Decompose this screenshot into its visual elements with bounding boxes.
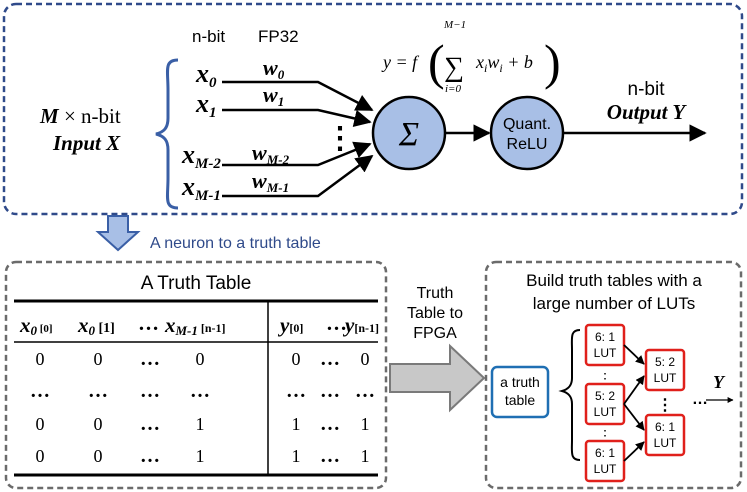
table-cell: 1: [361, 414, 370, 434]
lut-label: LUT: [594, 405, 617, 419]
input-x1: x1: [195, 89, 217, 121]
lut-brace: [558, 329, 581, 461]
header-cell: xM-1 [n-1]: [164, 313, 226, 338]
lut-label: LUT: [654, 436, 677, 450]
output-nbit: n-bit: [628, 79, 666, 100]
output-y-label: Output Y: [607, 100, 688, 124]
input-size-label: M × n-bit: [39, 104, 121, 128]
formula-body: xiwi + b: [475, 52, 533, 75]
down-arrow: [95, 215, 141, 252]
table-cell: …: [140, 348, 160, 370]
table-cell: 0: [94, 446, 103, 466]
header-cell: y[0]: [277, 313, 303, 337]
table-cell: …: [320, 413, 340, 435]
truth-table-box: [490, 365, 550, 419]
table-cell: 1: [196, 414, 205, 434]
weight-w1: w1: [263, 82, 284, 109]
truth-table-title: A Truth Table: [141, 273, 252, 294]
lut-label: 5: 2: [655, 355, 675, 369]
table-cell: 1: [292, 414, 301, 434]
lut-label: 5: 2: [595, 389, 615, 403]
input-x-label: Input X: [52, 131, 121, 155]
table-cell: 0: [361, 349, 370, 369]
formula-sigma: ∑: [444, 52, 464, 83]
fpga-arrow-line3: FPGA: [413, 325, 457, 342]
header-cell: …: [326, 311, 347, 335]
header-cell: x0 [0]: [19, 313, 53, 338]
table-cell: …: [320, 445, 340, 467]
table-cell: …: [140, 445, 160, 467]
input-ellipsis: ⋮: [325, 122, 355, 155]
lut-panel-title-line1: Build truth tables with a: [526, 271, 702, 290]
lut-edges: [623, 344, 645, 462]
truth-table-body: 0 0 … 0 0 … 0 … … … … … … … 0 0 … 1 1 … 1 0 0 … 1 1 … 1: [30, 348, 375, 467]
lut-label: 6: 1: [595, 446, 615, 460]
input-x0: x0: [195, 59, 217, 91]
header-cell: …: [138, 311, 159, 335]
fpga-arrow-line1: Truth: [417, 285, 454, 302]
truth-table-header: x0 [0] x0 [1] … xM-1 [n-1] y[0] … y[n-1]: [19, 311, 379, 338]
relu-label-line1: Quant.: [503, 116, 551, 133]
input-xm1: xM-1: [181, 172, 221, 204]
lut-ellipsis: ⋮: [598, 427, 612, 443]
lut-output-y: Y: [713, 372, 726, 392]
header-cell: y[n-1]: [342, 313, 379, 337]
weight-wm1: wM-1: [252, 168, 289, 195]
table-cell: 1: [361, 446, 370, 466]
table-cell: …: [140, 380, 160, 402]
truth-table-box-line2: table: [505, 392, 536, 408]
table-cell: 0: [94, 414, 103, 434]
table-cell: …: [88, 380, 108, 402]
table-cell: …: [320, 348, 340, 370]
weight-wm2: wM-2: [252, 140, 290, 167]
lut-label: LUT: [594, 462, 617, 476]
lut-ellipsis: ⋮: [657, 397, 673, 414]
lut-box: [644, 348, 686, 392]
formula-paren-left: (: [428, 34, 445, 90]
truth-table-box-line1: a truth: [500, 374, 540, 390]
relu-label-line2: ReLU: [507, 136, 548, 153]
lut-output-ellipsis: …: [692, 391, 708, 408]
input-xm2: xM-2: [181, 140, 221, 172]
lut-label: LUT: [654, 371, 677, 385]
lut-label: 6: 1: [595, 330, 615, 344]
table-cell: 0: [36, 349, 45, 369]
lut-label: 6: 1: [655, 420, 675, 434]
table-cell: 0: [196, 349, 205, 369]
input-edges: [222, 80, 374, 198]
weight-w0: w0: [263, 55, 285, 82]
transition-label: A neuron to a truth table: [150, 235, 321, 252]
table-cell: 0: [36, 446, 45, 466]
table-cell: 0: [94, 349, 103, 369]
table-cell: …: [30, 380, 50, 402]
header-cell: x0 [1]: [77, 313, 115, 338]
lut-panel-title-line2: large number of LUTs: [533, 294, 696, 313]
table-cell: 1: [292, 446, 301, 466]
table-cell: …: [140, 413, 160, 435]
lut-ellipsis: ⋮: [598, 370, 612, 386]
table-cell: 0: [36, 414, 45, 434]
table-cell: …: [355, 380, 375, 402]
lut-box: [644, 413, 686, 457]
sum-symbol: Σ: [398, 116, 419, 153]
activation-formula: y = f ( M−1 ∑ i=0 xiwi + b ): [381, 19, 561, 95]
truth-table-panel: [4, 260, 388, 490]
table-cell: …: [320, 380, 340, 402]
table-cell: 0: [292, 349, 301, 369]
input-brace: [155, 58, 179, 210]
lut-label: LUT: [594, 346, 617, 360]
fpga-arrow-line2: Table to: [407, 305, 463, 322]
table-cell: …: [286, 380, 306, 402]
formula-sum-upper: M−1: [443, 19, 466, 31]
formula-sum-lower: i=0: [445, 83, 461, 95]
table-cell: …: [190, 380, 210, 402]
relu-node: [489, 95, 565, 171]
truth-table-to-fpga-arrow: [389, 343, 486, 413]
nbit-header: n-bit: [192, 27, 225, 46]
fp32-header: FP32: [258, 27, 299, 46]
formula-lhs: y = f: [381, 52, 420, 72]
table-cell: 1: [196, 446, 205, 466]
formula-paren-right: ): [544, 34, 561, 90]
